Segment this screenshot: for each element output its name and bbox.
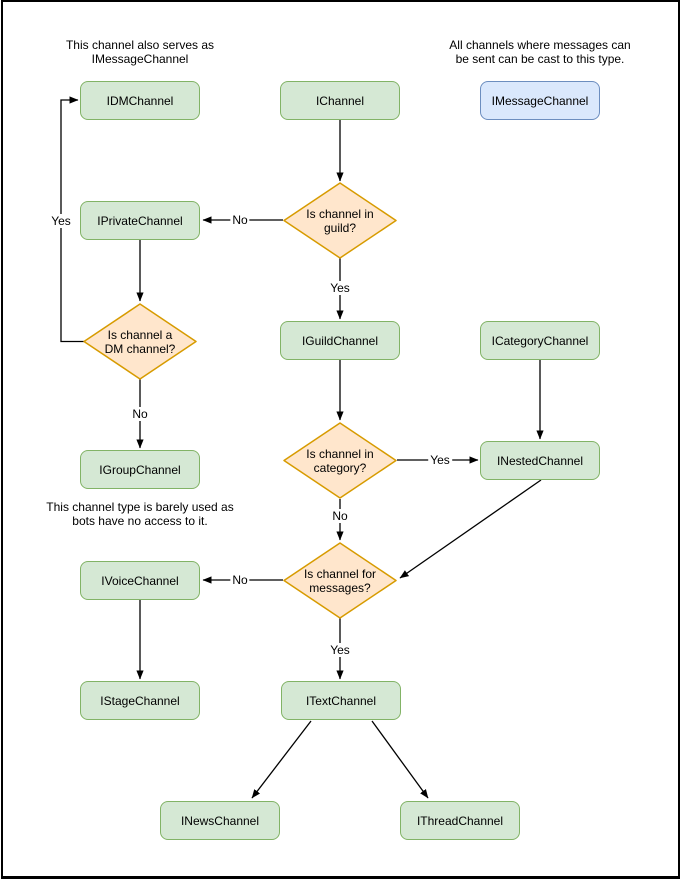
edge-itextchannel-to-ithreadchannel xyxy=(371,720,429,799)
edge-label-no-category: No xyxy=(330,509,350,523)
node-igroupchannel: IGroupChannel xyxy=(80,450,200,489)
decision-label: Is channel for messages? xyxy=(303,566,377,595)
node-label: IStageChannel xyxy=(100,693,180,708)
diamond-shape xyxy=(83,303,197,380)
node-label: IDMChannel xyxy=(106,93,174,108)
edge-itextchannel-to-inewschannel xyxy=(251,720,312,799)
diamond-shape xyxy=(283,182,397,259)
node-iguildchannel: IGuildChannel xyxy=(280,321,400,360)
decision-label: Is channel in category? xyxy=(306,446,374,475)
edge-label-yes-dm: Yes xyxy=(49,214,73,228)
node-label: IVoiceChannel xyxy=(101,573,179,588)
node-idmchannel: IDMChannel xyxy=(80,81,200,120)
node-ithreadchannel: IThreadChannel xyxy=(400,801,520,840)
edge-label-no-messages: No xyxy=(230,573,250,587)
node-label: IPrivateChannel xyxy=(97,213,183,228)
node-istagechannel: IStageChannel xyxy=(80,681,200,720)
note-imessagechannel-cast: All channels where messages can be sent … xyxy=(449,38,631,66)
edge-label-no-dm: No xyxy=(130,407,150,421)
decision-label: Is channel a DM channel? xyxy=(104,327,176,356)
edge-label-yes-category: Yes xyxy=(428,453,452,467)
decision-is-channel-for-messages: Is channel for messages? xyxy=(283,542,397,619)
decision-is-channel-a-dm: Is channel a DM channel? xyxy=(83,303,197,380)
node-itextchannel: ITextChannel xyxy=(281,681,401,720)
node-label: INewsChannel xyxy=(180,813,260,828)
decision-is-channel-in-category: Is channel in category? xyxy=(283,422,397,499)
node-label: IGuildChannel xyxy=(301,333,379,348)
edge-label-no-guild: No xyxy=(230,213,250,227)
decision-is-channel-in-guild: Is channel in guild? xyxy=(283,182,397,259)
node-label: IThreadChannel xyxy=(416,813,504,828)
node-label: INestedChannel xyxy=(496,453,584,468)
diamond-shape xyxy=(283,542,397,619)
note-igroupchannel-barely-used: This channel type is barely used as bots… xyxy=(46,500,234,528)
node-ivoicechannel: IVoiceChannel xyxy=(80,561,200,600)
node-inestedchannel: INestedChannel xyxy=(480,441,600,480)
diamond-shape xyxy=(283,422,397,499)
node-ichannel: IChannel xyxy=(280,81,400,120)
node-icategorychannel: ICategoryChannel xyxy=(480,321,600,360)
node-label: IGroupChannel xyxy=(99,462,181,477)
edge-inestedchannel-to-messages-decision xyxy=(399,479,542,579)
node-label: IChannel xyxy=(315,93,365,108)
edge-label-yes-guild: Yes xyxy=(328,281,352,295)
node-label: ICategoryChannel xyxy=(491,333,589,348)
node-label: IMessageChannel xyxy=(491,93,589,108)
node-imessagechannel: IMessageChannel xyxy=(480,81,600,120)
note-idmchannel-serves-imessagechannel: This channel also serves as IMessageChan… xyxy=(65,38,215,66)
node-inewschannel: INewsChannel xyxy=(160,801,280,840)
edge-label-yes-messages: Yes xyxy=(328,643,352,657)
node-label: ITextChannel xyxy=(305,693,377,708)
decision-label: Is channel in guild? xyxy=(306,206,374,235)
node-iprivatechannel: IPrivateChannel xyxy=(80,201,200,240)
